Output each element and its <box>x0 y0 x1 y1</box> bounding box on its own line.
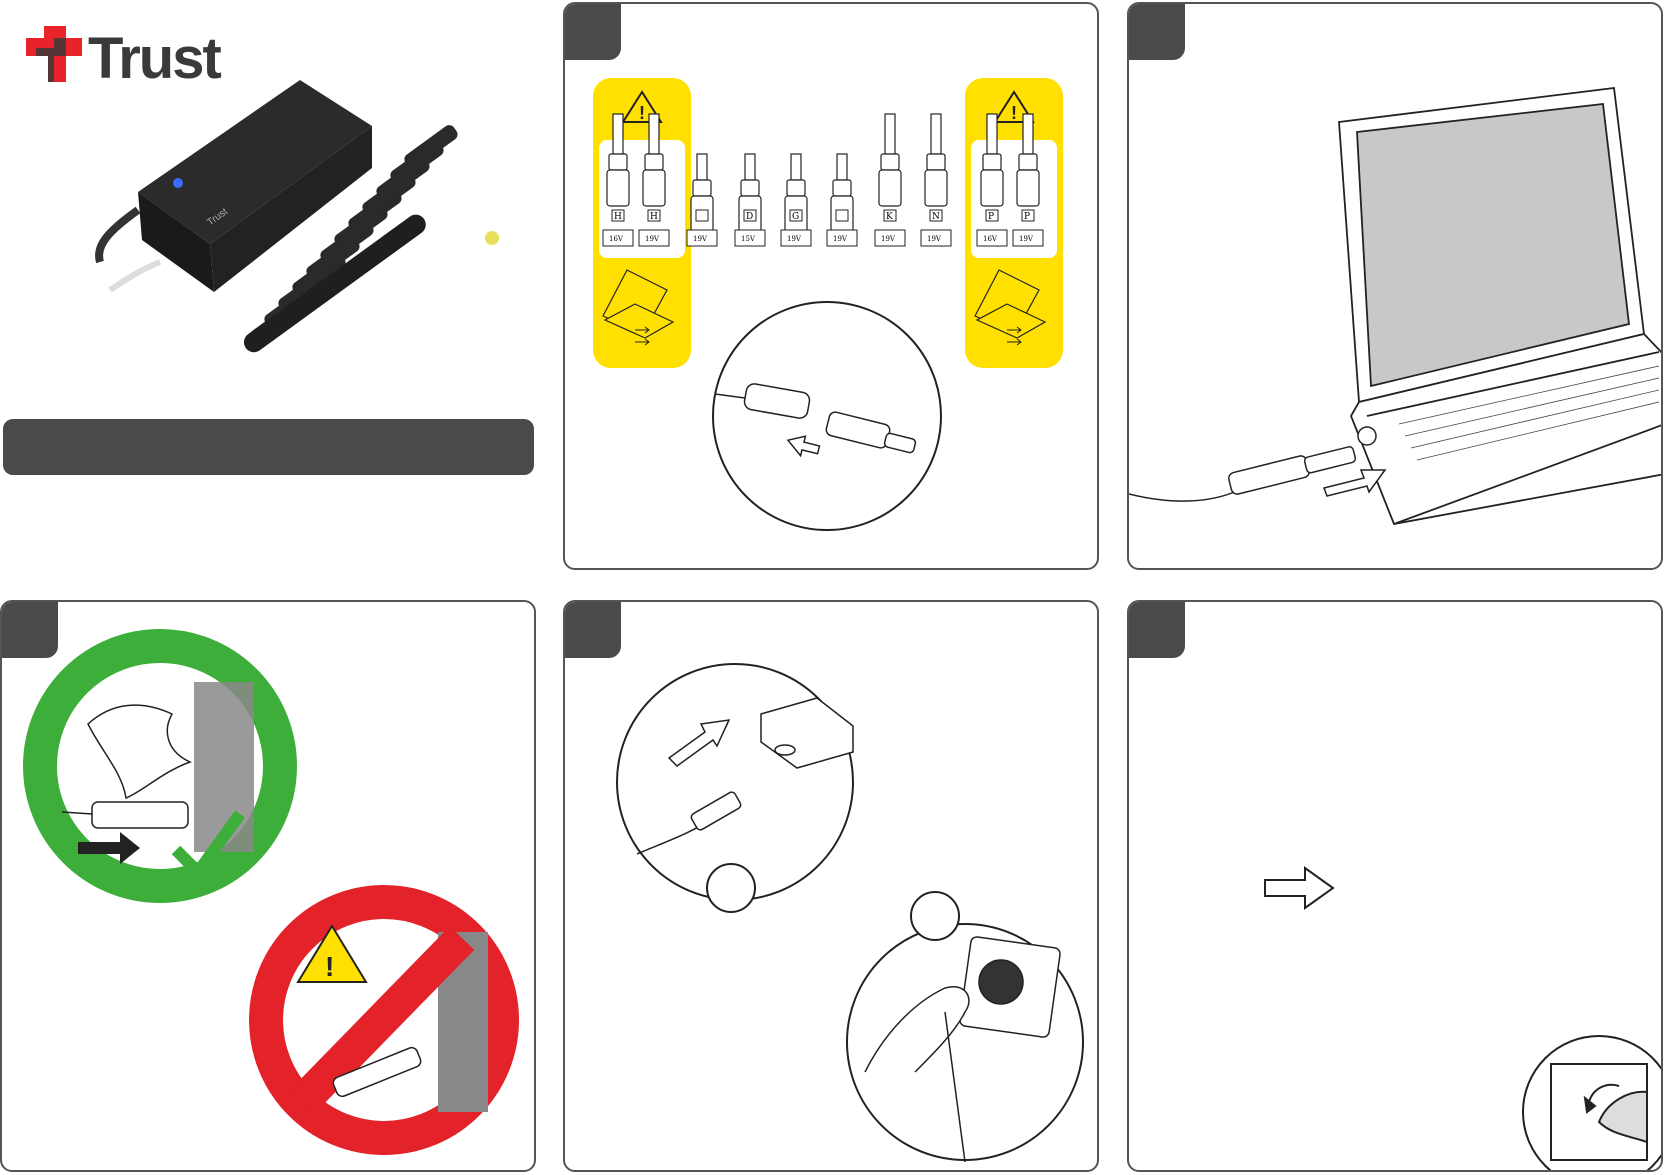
panel-step-laptop <box>1127 2 1663 570</box>
tip-letter: P <box>1024 212 1030 222</box>
warning-icon: ! <box>993 90 1035 123</box>
svg-text:!: ! <box>639 103 645 123</box>
tip-connector: P 19V <box>1012 113 1044 247</box>
info-illustration <box>1264 866 1661 1170</box>
step-number-tab <box>565 4 621 60</box>
warning-icon: ! <box>621 90 663 123</box>
arrow-right-icon <box>1323 469 1387 497</box>
panel-step-plug: ! <box>0 600 536 1172</box>
arrow-right-icon <box>1264 866 1335 910</box>
step-number-tab <box>2 602 58 658</box>
product-photo: Trust <box>95 80 499 353</box>
tip-connector: H 16V <box>602 113 634 247</box>
tip-connector: P 16V <box>976 113 1008 247</box>
tip-connector: N 19V <box>920 113 952 247</box>
laptop-illustration <box>1129 86 1661 526</box>
tip-letter: N <box>932 212 940 222</box>
trust-logo-mark-icon <box>26 26 82 82</box>
tip-voltage: 19V <box>881 235 896 243</box>
checkmark-icon <box>171 810 245 882</box>
prohibited-icon <box>289 926 475 1114</box>
tip-connector: H 19V <box>638 113 670 247</box>
tip-voltage: 19V <box>693 235 708 243</box>
tip-voltage: 15V <box>741 235 756 243</box>
tip-letter: K <box>886 212 893 222</box>
tip-voltage: 16V <box>609 235 624 243</box>
tip-letter: G <box>792 212 799 222</box>
tip-voltage: 19V <box>833 235 848 243</box>
panel-step-power <box>563 600 1099 1172</box>
page-turn-icon <box>1550 1063 1648 1161</box>
panel-step-info <box>1127 600 1663 1172</box>
tip-letter: D <box>746 212 753 222</box>
brand-name: Trust <box>88 26 222 91</box>
tip-voltage: 19V <box>645 235 660 243</box>
tip-voltage: 19V <box>787 235 802 243</box>
tip-connectors: H 16V H 19V 19V D 15V G 19V 19V K 19V N 19V P 16V P 19V <box>602 113 1044 247</box>
step-number-tab <box>565 602 621 658</box>
tip-connector: D 15V <box>734 153 766 247</box>
title-bar <box>3 419 534 475</box>
plug-correct-incorrect: ! <box>23 629 519 1155</box>
tip-letter: H <box>614 212 622 222</box>
tip-voltage: 16V <box>983 235 998 243</box>
trust-logo: Trust <box>26 26 256 92</box>
svg-text:!: ! <box>325 951 334 982</box>
tip-connector: G 19V <box>780 153 812 247</box>
tip-connector: 19V <box>826 153 858 247</box>
svg-text:!: ! <box>1011 103 1017 123</box>
warning-icon: ! <box>296 924 368 983</box>
tip-voltage: 19V <box>1019 235 1034 243</box>
tip-connector: K 19V <box>874 113 906 247</box>
tip-letter: H <box>650 212 658 222</box>
tip-connector: 19V <box>686 153 718 247</box>
tip-letter: P <box>988 212 994 222</box>
power-cord-illustration <box>616 663 1084 1163</box>
step-number-tab <box>1129 602 1185 658</box>
tip-voltage: 19V <box>927 235 942 243</box>
step-number-tab <box>1129 4 1185 60</box>
